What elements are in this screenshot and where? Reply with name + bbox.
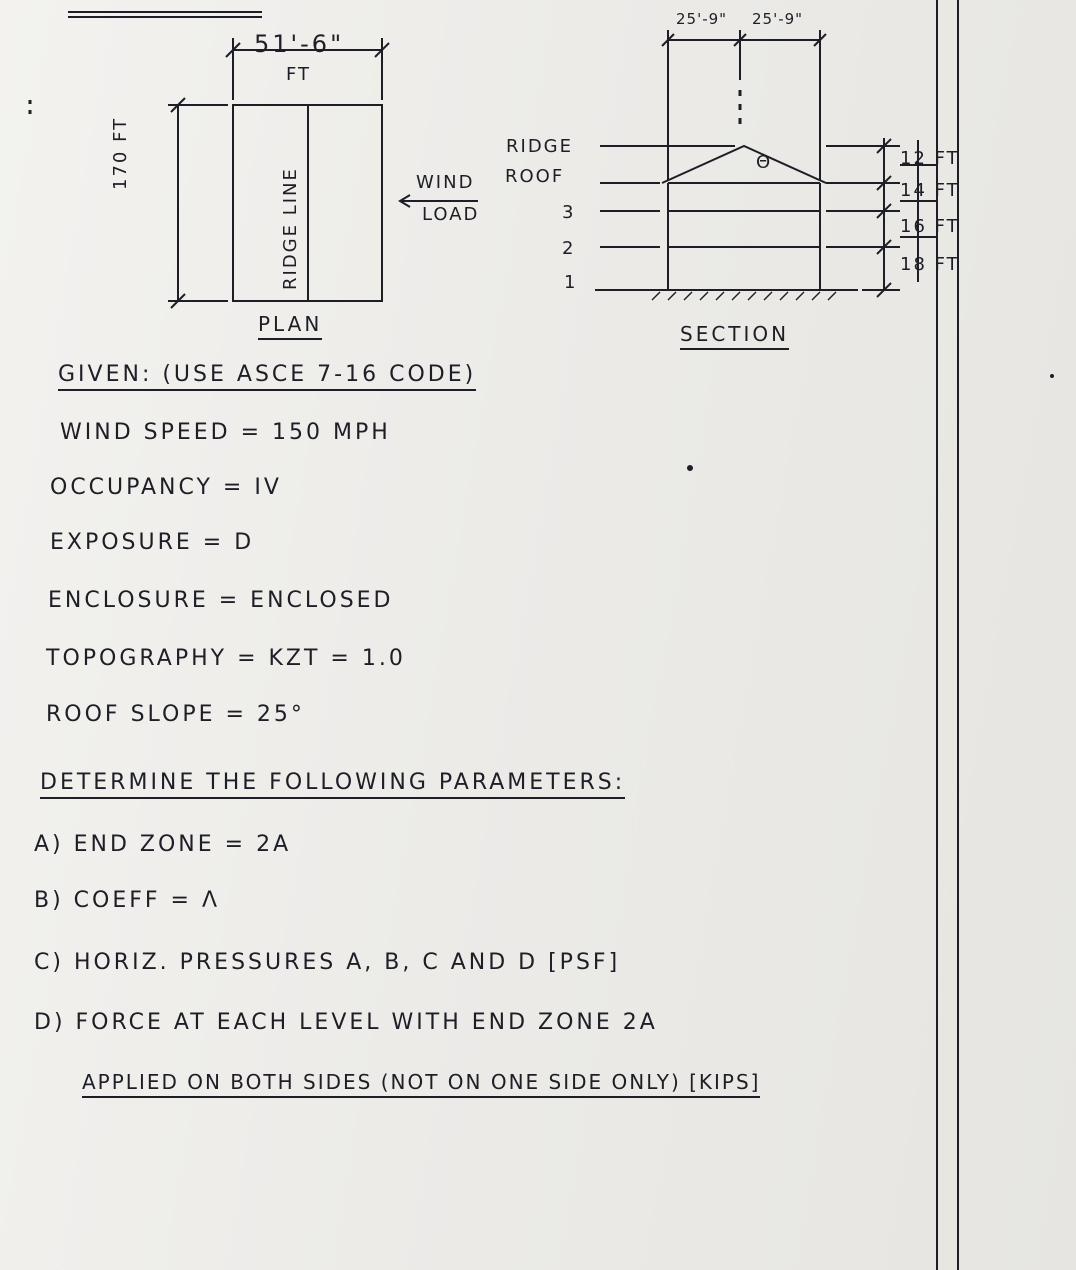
- determine-item-d: d) FORCE AT EACH LEVEL WITH END ZONE 2a: [34, 1010, 658, 1035]
- section-top-dimension-right: 25'-9": [752, 10, 804, 28]
- plan-width-unit: FT: [286, 64, 312, 85]
- plan-caption: PLAN: [258, 312, 323, 340]
- section-caption: SECTION: [680, 322, 790, 350]
- roof-angle-label: θ: [756, 152, 773, 173]
- story-height-2: 16 FT: [900, 216, 960, 237]
- given-heading: GIVEN: (USE ASCE 7-16 CODE): [58, 362, 477, 391]
- given-wind-speed: WIND SPEED = 150 MPH: [60, 420, 391, 445]
- ridge-line-label: RIDGE LINE: [280, 167, 301, 290]
- determine-item-a: a) END ZONE = 2a: [34, 832, 292, 857]
- wind-label: WIND: [416, 172, 475, 193]
- level-roof-label: ROOF: [505, 166, 565, 187]
- determine-item-b: b) COEFF = λ: [34, 888, 221, 913]
- level-ridge-label: RIDGE: [506, 136, 573, 157]
- story-height-roof: 12 FT: [900, 148, 960, 169]
- given-topography: TOPOGRAPHY = Kzt = 1.0: [46, 646, 406, 671]
- plan-drawing: [168, 38, 478, 309]
- plan-width-dimension: 51'-6": [254, 30, 345, 58]
- section-drawing: [595, 30, 938, 301]
- given-enclosure: ENCLOSURE = ENCLOSED: [48, 588, 394, 613]
- level-1-label: 1: [564, 272, 578, 293]
- given-exposure: EXPOSURE = D: [50, 530, 255, 555]
- given-occupancy: OCCUPANCY = IV: [50, 475, 282, 500]
- story-height-3: 14 FT: [900, 180, 960, 201]
- story-height-1: 18 FT: [900, 254, 960, 275]
- level-2-label: 2: [562, 238, 576, 259]
- determine-item-d-continued: APPLIED ON BOTH SIDES (NOT ON ONE SIDE O…: [82, 1070, 761, 1098]
- given-roof-slope: ROOF SLOPE = 25°: [46, 702, 305, 727]
- level-3-label: 3: [562, 202, 576, 223]
- plan-length-dimension: 170 FT: [110, 116, 131, 190]
- determine-heading: DETERMINE THE FOLLOWING PARAMETERS:: [40, 770, 626, 799]
- load-label: LOAD: [422, 204, 480, 225]
- determine-item-c: c) HORIZ. PRESSURES A, B, C AND D [PSF]: [34, 950, 621, 975]
- section-top-dimension-left: 25'-9": [676, 10, 728, 28]
